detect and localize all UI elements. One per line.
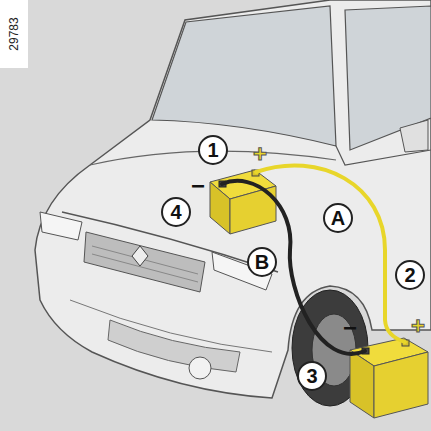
- polarity-sign: −: [191, 174, 205, 198]
- polarity-sign: +: [253, 142, 267, 166]
- fog-lamp: [189, 357, 211, 379]
- polarity-sign: +: [411, 314, 425, 338]
- car-body: [35, 0, 431, 398]
- callout-number: 4: [161, 197, 191, 227]
- black-jumper-cable: [222, 181, 365, 354]
- grille: [84, 232, 205, 292]
- logo: [132, 246, 148, 266]
- callout-number: 2: [395, 260, 425, 290]
- lower-grille: [108, 320, 240, 372]
- headlight: [40, 212, 82, 240]
- callout-number: 1: [198, 135, 228, 165]
- mirror: [400, 120, 428, 152]
- yellow-jumper-cable: [256, 165, 405, 342]
- callout-number: B: [247, 247, 277, 277]
- battery-front: [374, 352, 428, 418]
- battery-side: [210, 182, 230, 234]
- callout-number: 3: [297, 361, 327, 391]
- windshield: [152, 6, 336, 146]
- reference-number: 29783: [8, 17, 20, 50]
- battery-side: [350, 350, 374, 418]
- grille-bars: [92, 246, 198, 282]
- ref-panel: [0, 0, 28, 68]
- callout-number: A: [323, 203, 353, 233]
- polarity-sign: −: [343, 316, 357, 340]
